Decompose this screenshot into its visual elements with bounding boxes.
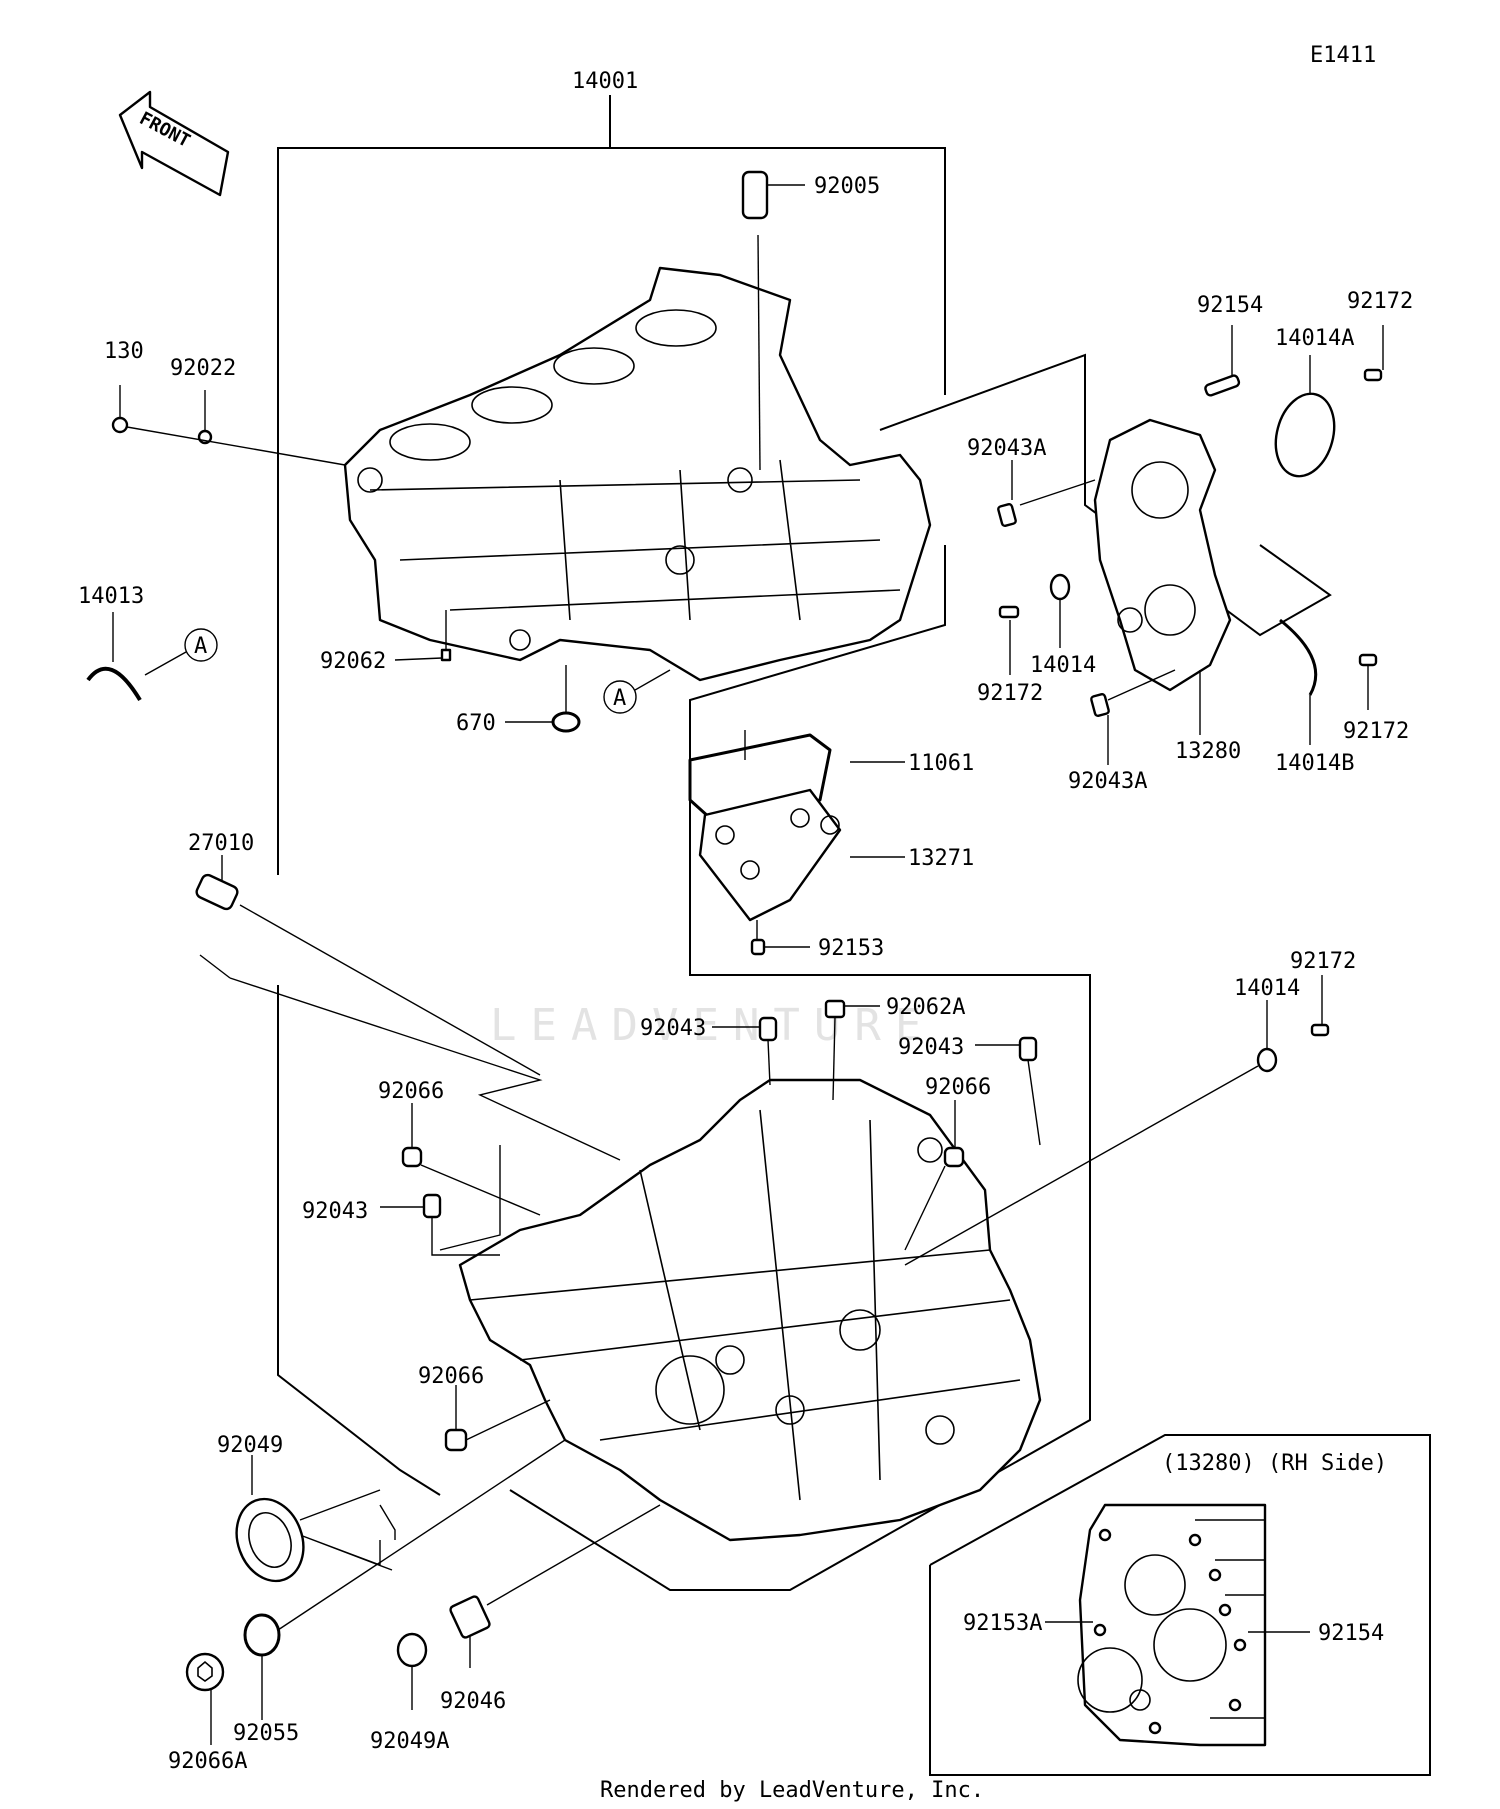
label-14001: 14001 bbox=[572, 69, 638, 94]
label-13271: 13271 bbox=[908, 846, 974, 871]
label-92153A: 92153A bbox=[963, 1611, 1042, 1636]
footer-credit: Rendered by LeadVenture, Inc. bbox=[600, 1778, 984, 1803]
part-27010-icon bbox=[195, 855, 541, 1076]
part-92062-icon bbox=[394, 610, 452, 662]
part-92066-left-icon bbox=[401, 1103, 541, 1216]
label-92172-top: 92172 bbox=[1347, 289, 1413, 314]
part-92153-icon bbox=[750, 920, 810, 956]
label-14013: 14013 bbox=[78, 584, 144, 609]
part-14014-mid-icon bbox=[1049, 573, 1071, 648]
svg-text:A: A bbox=[194, 634, 207, 659]
callout-a-left: A bbox=[144, 628, 218, 676]
part-130-icon bbox=[111, 385, 129, 434]
label-14014B: 14014B bbox=[1275, 751, 1354, 776]
part-92046-icon bbox=[449, 1504, 661, 1668]
lower-crankcase bbox=[458, 1078, 1042, 1542]
label-92062: 92062 bbox=[320, 649, 386, 674]
label-92062A: 92062A bbox=[886, 995, 965, 1020]
label-92153: 92153 bbox=[818, 936, 884, 961]
part-92043A-bottom-icon bbox=[1090, 669, 1176, 765]
part-13271-icon bbox=[698, 730, 905, 922]
label-92055: 92055 bbox=[233, 1721, 299, 1746]
label-14014-lower: 14014 bbox=[1234, 976, 1300, 1001]
part-92043-left-icon bbox=[380, 1193, 500, 1256]
label-92172-lower: 92172 bbox=[1290, 949, 1356, 974]
part-92055-icon bbox=[243, 1439, 566, 1720]
label-92046: 92046 bbox=[440, 1689, 506, 1714]
label-92066-bottom: 92066 bbox=[418, 1364, 484, 1389]
label-11061: 11061 bbox=[908, 751, 974, 776]
label-92172-right: 92172 bbox=[1343, 719, 1409, 744]
part-14014-lower-icon bbox=[904, 1000, 1278, 1266]
label-92043A-bottom: 92043A bbox=[1068, 769, 1147, 794]
part-92066-right-icon bbox=[904, 1100, 965, 1251]
part-11061-icon bbox=[688, 733, 905, 820]
label-92066-right: 92066 bbox=[925, 1075, 991, 1100]
part-92049A-icon bbox=[396, 1632, 428, 1710]
callout-a-center: A bbox=[603, 669, 671, 714]
label-92005: 92005 bbox=[814, 174, 880, 199]
part-14014B-icon bbox=[1279, 618, 1318, 745]
part-92172-lower-icon bbox=[1310, 975, 1330, 1037]
label-92172-mid: 92172 bbox=[977, 681, 1043, 706]
part-92049-icon bbox=[235, 1455, 381, 1583]
label-92066-left: 92066 bbox=[378, 1079, 444, 1104]
label-92043-left: 92043 bbox=[302, 1199, 368, 1224]
label-92154-top: 92154 bbox=[1197, 293, 1263, 318]
label-670: 670 bbox=[456, 711, 496, 736]
watermark: LEADVENTURE bbox=[490, 1000, 935, 1051]
part-92066-bottom-icon bbox=[444, 1385, 551, 1452]
label-92066A: 92066A bbox=[168, 1749, 247, 1774]
label-92154-inset: 92154 bbox=[1318, 1621, 1384, 1646]
label-27010: 27010 bbox=[188, 831, 254, 856]
figure-code: E1411 bbox=[1310, 43, 1376, 68]
label-92049A: 92049A bbox=[370, 1729, 449, 1754]
label-92049: 92049 bbox=[217, 1433, 283, 1458]
label-92022: 92022 bbox=[170, 356, 236, 381]
label-14014-mid: 14014 bbox=[1030, 653, 1096, 678]
part-92062A-icon bbox=[824, 999, 880, 1101]
label-92043-upper: 92043 bbox=[640, 1016, 706, 1041]
part-92066A-icon bbox=[185, 1652, 225, 1745]
label-92043A-top: 92043A bbox=[967, 436, 1046, 461]
part-14014A-icon bbox=[1274, 355, 1336, 478]
part-92043A-top-icon bbox=[997, 460, 1096, 527]
part-92172-right-icon bbox=[1358, 653, 1378, 710]
part-92022-icon bbox=[126, 390, 346, 466]
svg-text:A: A bbox=[613, 686, 626, 711]
label-13280: 13280 bbox=[1175, 739, 1241, 764]
part-92172-top-icon bbox=[1363, 325, 1384, 382]
label-14014A: 14014A bbox=[1275, 326, 1354, 351]
part-92043-right-icon bbox=[975, 1036, 1041, 1146]
upper-crankcase bbox=[343, 266, 932, 682]
part-670-icon bbox=[505, 665, 581, 733]
part-14013-icon bbox=[86, 612, 142, 702]
side-cover-13280 bbox=[1093, 418, 1232, 735]
front-arrow-icon: FRONT bbox=[118, 90, 230, 197]
part-92043-upper-icon bbox=[712, 1016, 778, 1086]
assembly-bracket-lines bbox=[199, 95, 1332, 1591]
label-92043-right: 92043 bbox=[898, 1035, 964, 1060]
part-92154-top-icon bbox=[1204, 325, 1241, 397]
part-92005-icon bbox=[741, 170, 805, 471]
label-130: 130 bbox=[104, 339, 144, 364]
part-92172-mid-icon bbox=[998, 605, 1020, 675]
inset-title: (13280) (RH Side) bbox=[1162, 1451, 1387, 1476]
inset-rh-side bbox=[929, 1434, 1431, 1776]
